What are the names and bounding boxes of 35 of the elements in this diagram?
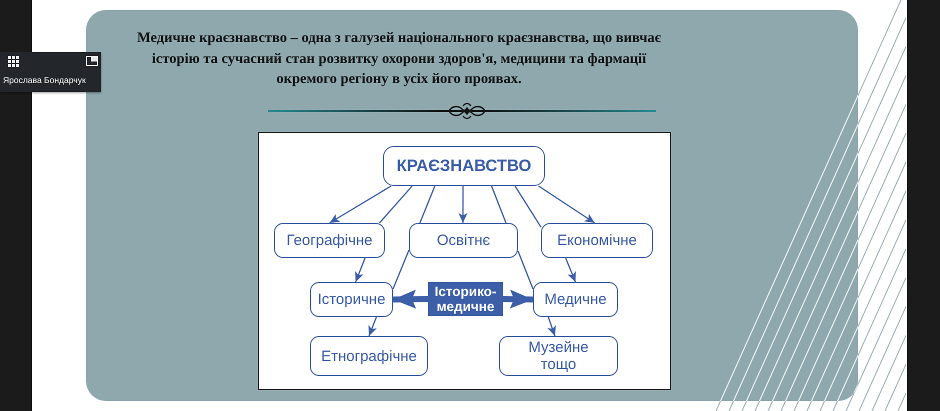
highlight-box <box>428 282 503 316</box>
arrow <box>565 258 576 282</box>
node-label: Музейне тощо <box>527 339 590 373</box>
node-label: Історичне <box>318 291 386 308</box>
category-box <box>533 282 618 317</box>
category-box <box>274 223 385 258</box>
arrow <box>547 316 556 336</box>
arrow <box>458 186 468 223</box>
node-label: Історико-медичне <box>434 284 498 314</box>
connector-line <box>392 250 410 290</box>
connector-line <box>517 250 534 290</box>
topic-box <box>383 146 545 186</box>
node-label: Медичне <box>544 291 607 308</box>
connector-line <box>419 186 436 224</box>
arrow <box>392 290 428 309</box>
category-box <box>409 223 518 258</box>
arrow <box>368 316 377 336</box>
connector-line <box>378 186 413 224</box>
node-label: КРАЄЗНАВСТВО <box>396 156 532 176</box>
connector-line <box>514 186 542 228</box>
arrow <box>355 258 366 282</box>
node-label: Етнографічне <box>321 348 417 364</box>
arrow <box>329 185 392 224</box>
node-label: Економічне <box>557 232 637 249</box>
category-box <box>310 282 393 317</box>
arrow <box>502 290 534 309</box>
heading-text: Медичне краєзнавство – одна з галузей національного краєзнавства, що вивчає історію та сучасний стан розвитку охорони здоров'я, медицини та фармації окремого регіону в усіх його проявах. <box>136 29 662 89</box>
node-label: Освітнє <box>436 232 490 249</box>
node-label: Географічне <box>286 232 373 249</box>
category-box <box>499 336 618 376</box>
connector-line <box>490 186 507 224</box>
category-box <box>310 336 428 376</box>
participant-name: Ярослава Бондарчук <box>3 74 86 86</box>
category-box <box>541 223 653 258</box>
arrow <box>538 185 596 224</box>
